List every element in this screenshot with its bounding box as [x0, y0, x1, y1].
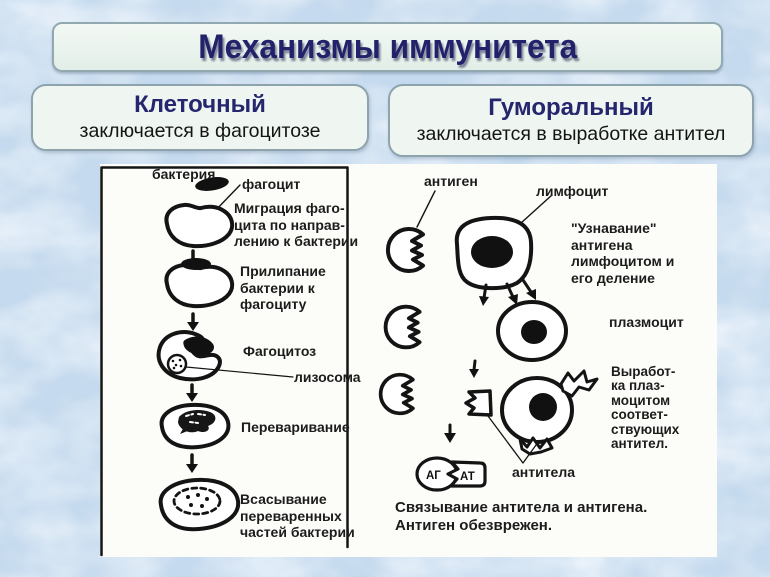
plasmocyte-label: плазмоцит [609, 314, 684, 330]
phagocyte-cell-absorption [158, 477, 241, 532]
down-arrow-binding [444, 423, 456, 443]
lymphocyte-cell [454, 215, 534, 291]
card-cellular: Клеточный заключается в фагоцитозе [31, 84, 369, 151]
card-humoral-subtitle: заключается в выработке антител [416, 123, 726, 145]
antigen-antibody-complex [415, 456, 487, 492]
phagocyte-cell-phagocytosis [156, 330, 222, 382]
panel-border [100, 166, 349, 557]
phagocytosis-label: Фагоцитоз [243, 343, 317, 359]
antibodies-label: антитела [512, 464, 576, 480]
card-humoral-heading: Гуморальный [488, 94, 654, 121]
antibody-shape [464, 389, 493, 417]
bacteria-blob [195, 177, 229, 191]
down-arrow-plasmocyte [469, 359, 479, 378]
plasmocyte-producing-cell [500, 369, 599, 456]
recognition-label: "Узнавание" антигена лимфоцитом и его де… [571, 220, 675, 286]
production-label: Выработ- ка плаз- моцитом соответ- ствую… [611, 364, 680, 452]
lysosome-icon [166, 353, 188, 375]
lymphocyte-label: лимфоцит [536, 183, 609, 199]
lymphocyte-pointer-line [520, 194, 553, 224]
card-cellular-heading: Клеточный [134, 91, 266, 118]
phagocyte-cell-adhesion [164, 258, 235, 309]
diagram-panel: АГ АТ бактерия фагоцит Миграция фаго- ци… [100, 164, 717, 557]
binding-caption: Связывание антитела и антигена. Антиген … [395, 499, 648, 534]
antigen-shape-1 [385, 227, 425, 273]
down-arrow-2 [187, 312, 199, 331]
absorption-label: Всасывание переваренных частей бактерии [240, 491, 355, 541]
antibodies-pointer-lines [487, 415, 537, 464]
ag-abbrev: АГ [426, 470, 441, 482]
lysosome-label: лизосома [294, 369, 361, 385]
down-arrow-3 [186, 383, 198, 402]
title-box: Механизмы иммунитета [52, 22, 723, 72]
antigen-shape-2 [383, 304, 422, 350]
migration-label: Миграция фаго- цита по направ- лению к б… [234, 200, 359, 250]
card-humoral: Гуморальный заключается в выработке анти… [388, 84, 754, 157]
phagocyte-cell-digestion [159, 402, 231, 450]
division-arrows [479, 278, 536, 306]
phagocyte-cell-migration [164, 202, 235, 249]
antigen-pointer-line [416, 190, 436, 228]
diagram-artwork: АГ АТ [100, 166, 599, 557]
antigen-shape-3 [378, 372, 415, 416]
digestion-label: Переваривание [241, 419, 350, 435]
at-abbrev: АТ [460, 471, 475, 483]
bacteria-label: бактерия [152, 166, 216, 182]
plasmocyte-cell [496, 300, 568, 362]
lysosome-pointer-line [185, 366, 294, 378]
down-arrow-4 [186, 453, 198, 473]
adhesion-label: Прилипание бактерии к фагоциту [240, 263, 326, 313]
antigen-label: антиген [424, 173, 478, 189]
page-title: Механизмы иммунитета [197, 27, 577, 66]
card-cellular-subtitle: заключается в фагоцитозе [79, 120, 321, 142]
phagocyte-label: фагоцит [242, 176, 301, 192]
